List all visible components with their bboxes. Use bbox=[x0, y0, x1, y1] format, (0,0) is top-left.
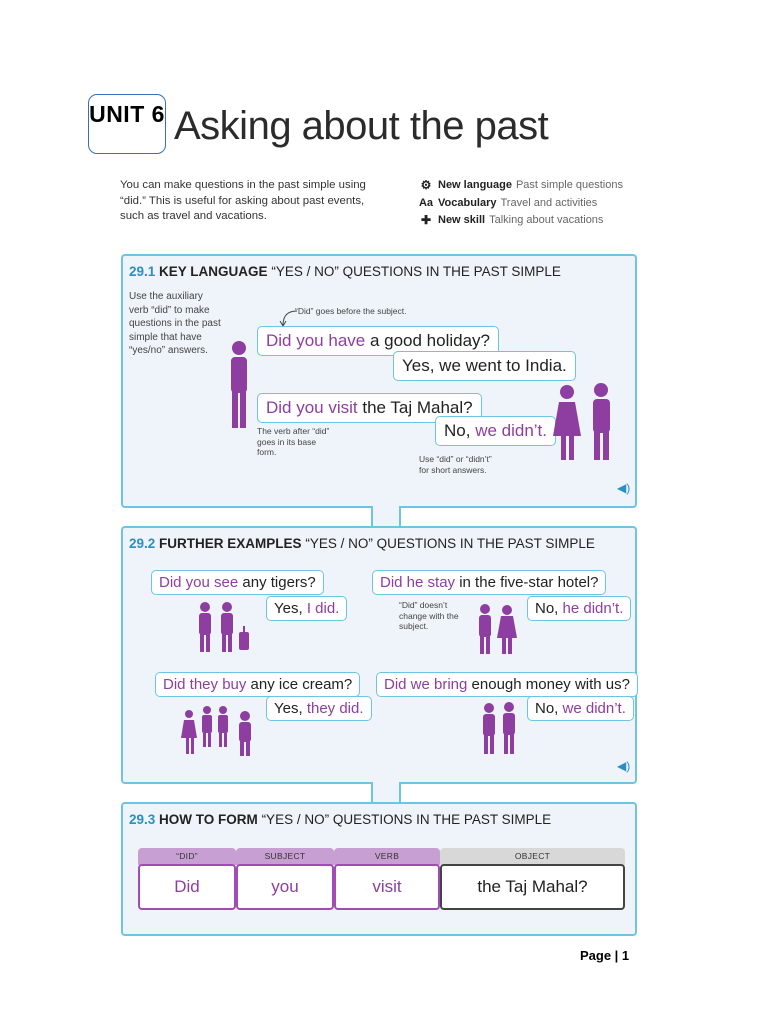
column-head-subject: SUBJECT bbox=[236, 848, 334, 865]
page-number: Page | 1 bbox=[580, 948, 630, 963]
audio-icon[interactable]: ◀) bbox=[617, 481, 631, 495]
question-bubble-2: Did he stay in the five-star hotel? bbox=[372, 570, 607, 595]
couple-figure bbox=[553, 383, 610, 460]
travelers-figure bbox=[199, 602, 249, 652]
column-head-object: OBJECT bbox=[440, 848, 625, 865]
meta-list: ⚙ New language Past simple questions Aa … bbox=[418, 177, 623, 230]
question-bubble-4: Did we bring enough money with us? bbox=[376, 672, 638, 697]
puzzle-icon: ✚ bbox=[420, 213, 432, 227]
answer-bubble-2: No, we didn’t. bbox=[435, 416, 557, 446]
puzzle-piece-verb: visit bbox=[334, 864, 440, 910]
note-short-answers: Use “did” or “didn’t” for short answers. bbox=[419, 454, 492, 475]
meta-value: Past simple questions bbox=[515, 179, 623, 191]
meta-key: New language bbox=[438, 179, 512, 191]
intro-text: You can make questions in the past simpl… bbox=[120, 179, 366, 222]
meta-row-language: ⚙ New language Past simple questions bbox=[418, 177, 623, 195]
audio-icon[interactable]: ◀) bbox=[617, 759, 631, 773]
gear-icon: ⚙ bbox=[420, 178, 432, 192]
note-base-form: The verb after “did” goes in its base fo… bbox=[257, 426, 330, 457]
note-did-before-subject: “Did” goes before the subject. bbox=[295, 306, 407, 316]
meta-value: Talking about vacations bbox=[489, 214, 604, 226]
question-bubble-1: Did you have a good holiday? bbox=[257, 326, 500, 356]
section-title: 29.2 FURTHER EXAMPLES “YES / NO” QUESTIO… bbox=[129, 536, 595, 551]
note-did-subject: “Did” doesn’t change with the subject. bbox=[399, 600, 459, 631]
question-bubble-1: Did you see any tigers? bbox=[151, 570, 324, 595]
answer-bubble-2: No, he didn’t. bbox=[527, 596, 632, 621]
couple-figure-2 bbox=[483, 702, 515, 754]
section-title: 29.1 KEY LANGUAGE “YES / NO” QUESTIONS I… bbox=[129, 264, 561, 279]
page-title: Asking about the past bbox=[174, 104, 549, 148]
couple-figure bbox=[479, 604, 517, 654]
column-head-did: “DID” bbox=[138, 848, 236, 865]
unit-label: UNIT 6 bbox=[89, 101, 165, 127]
puzzle-piece-object: the Taj Mahal? bbox=[440, 864, 625, 910]
unit-badge: UNIT 6 bbox=[88, 94, 166, 154]
meta-value: Travel and activities bbox=[500, 196, 598, 209]
answer-bubble-4: No, we didn’t. bbox=[527, 696, 634, 721]
meta-key: New skill bbox=[438, 214, 486, 226]
panel-connector bbox=[371, 506, 401, 528]
answer-bubble-1: Yes, I did. bbox=[266, 596, 348, 621]
answer-bubble-3: Yes, they did. bbox=[266, 696, 372, 721]
group-figure bbox=[181, 706, 251, 756]
side-note: Use the auxiliary verb “did” to make que… bbox=[129, 291, 221, 356]
vocabulary-icon: Aa bbox=[418, 196, 434, 209]
question-bubble-3: Did they buy any ice cream? bbox=[155, 672, 361, 697]
section-title: 29.3 HOW TO FORM “YES / NO” QUESTIONS IN… bbox=[129, 812, 552, 827]
puzzle-piece-subject: you bbox=[236, 864, 334, 910]
meta-row-vocabulary: Aa Vocabulary Travel and activities bbox=[418, 195, 623, 213]
answer-bubble-1: Yes, we went to India. bbox=[393, 351, 576, 381]
meta-row-skill: ✚ New skill Talking about vacations bbox=[418, 212, 623, 230]
panel-further-examples: 29.2 FURTHER EXAMPLES “YES / NO” QUESTIO… bbox=[121, 526, 638, 784]
panel-key-language: 29.1 KEY LANGUAGE “YES / NO” QUESTIONS I… bbox=[121, 254, 637, 508]
person-figure bbox=[231, 341, 247, 428]
meta-key: Vocabulary bbox=[438, 196, 497, 209]
puzzle-piece-did: Did bbox=[138, 864, 236, 910]
panel-connector bbox=[371, 782, 401, 804]
column-head-verb: VERB bbox=[334, 848, 440, 865]
